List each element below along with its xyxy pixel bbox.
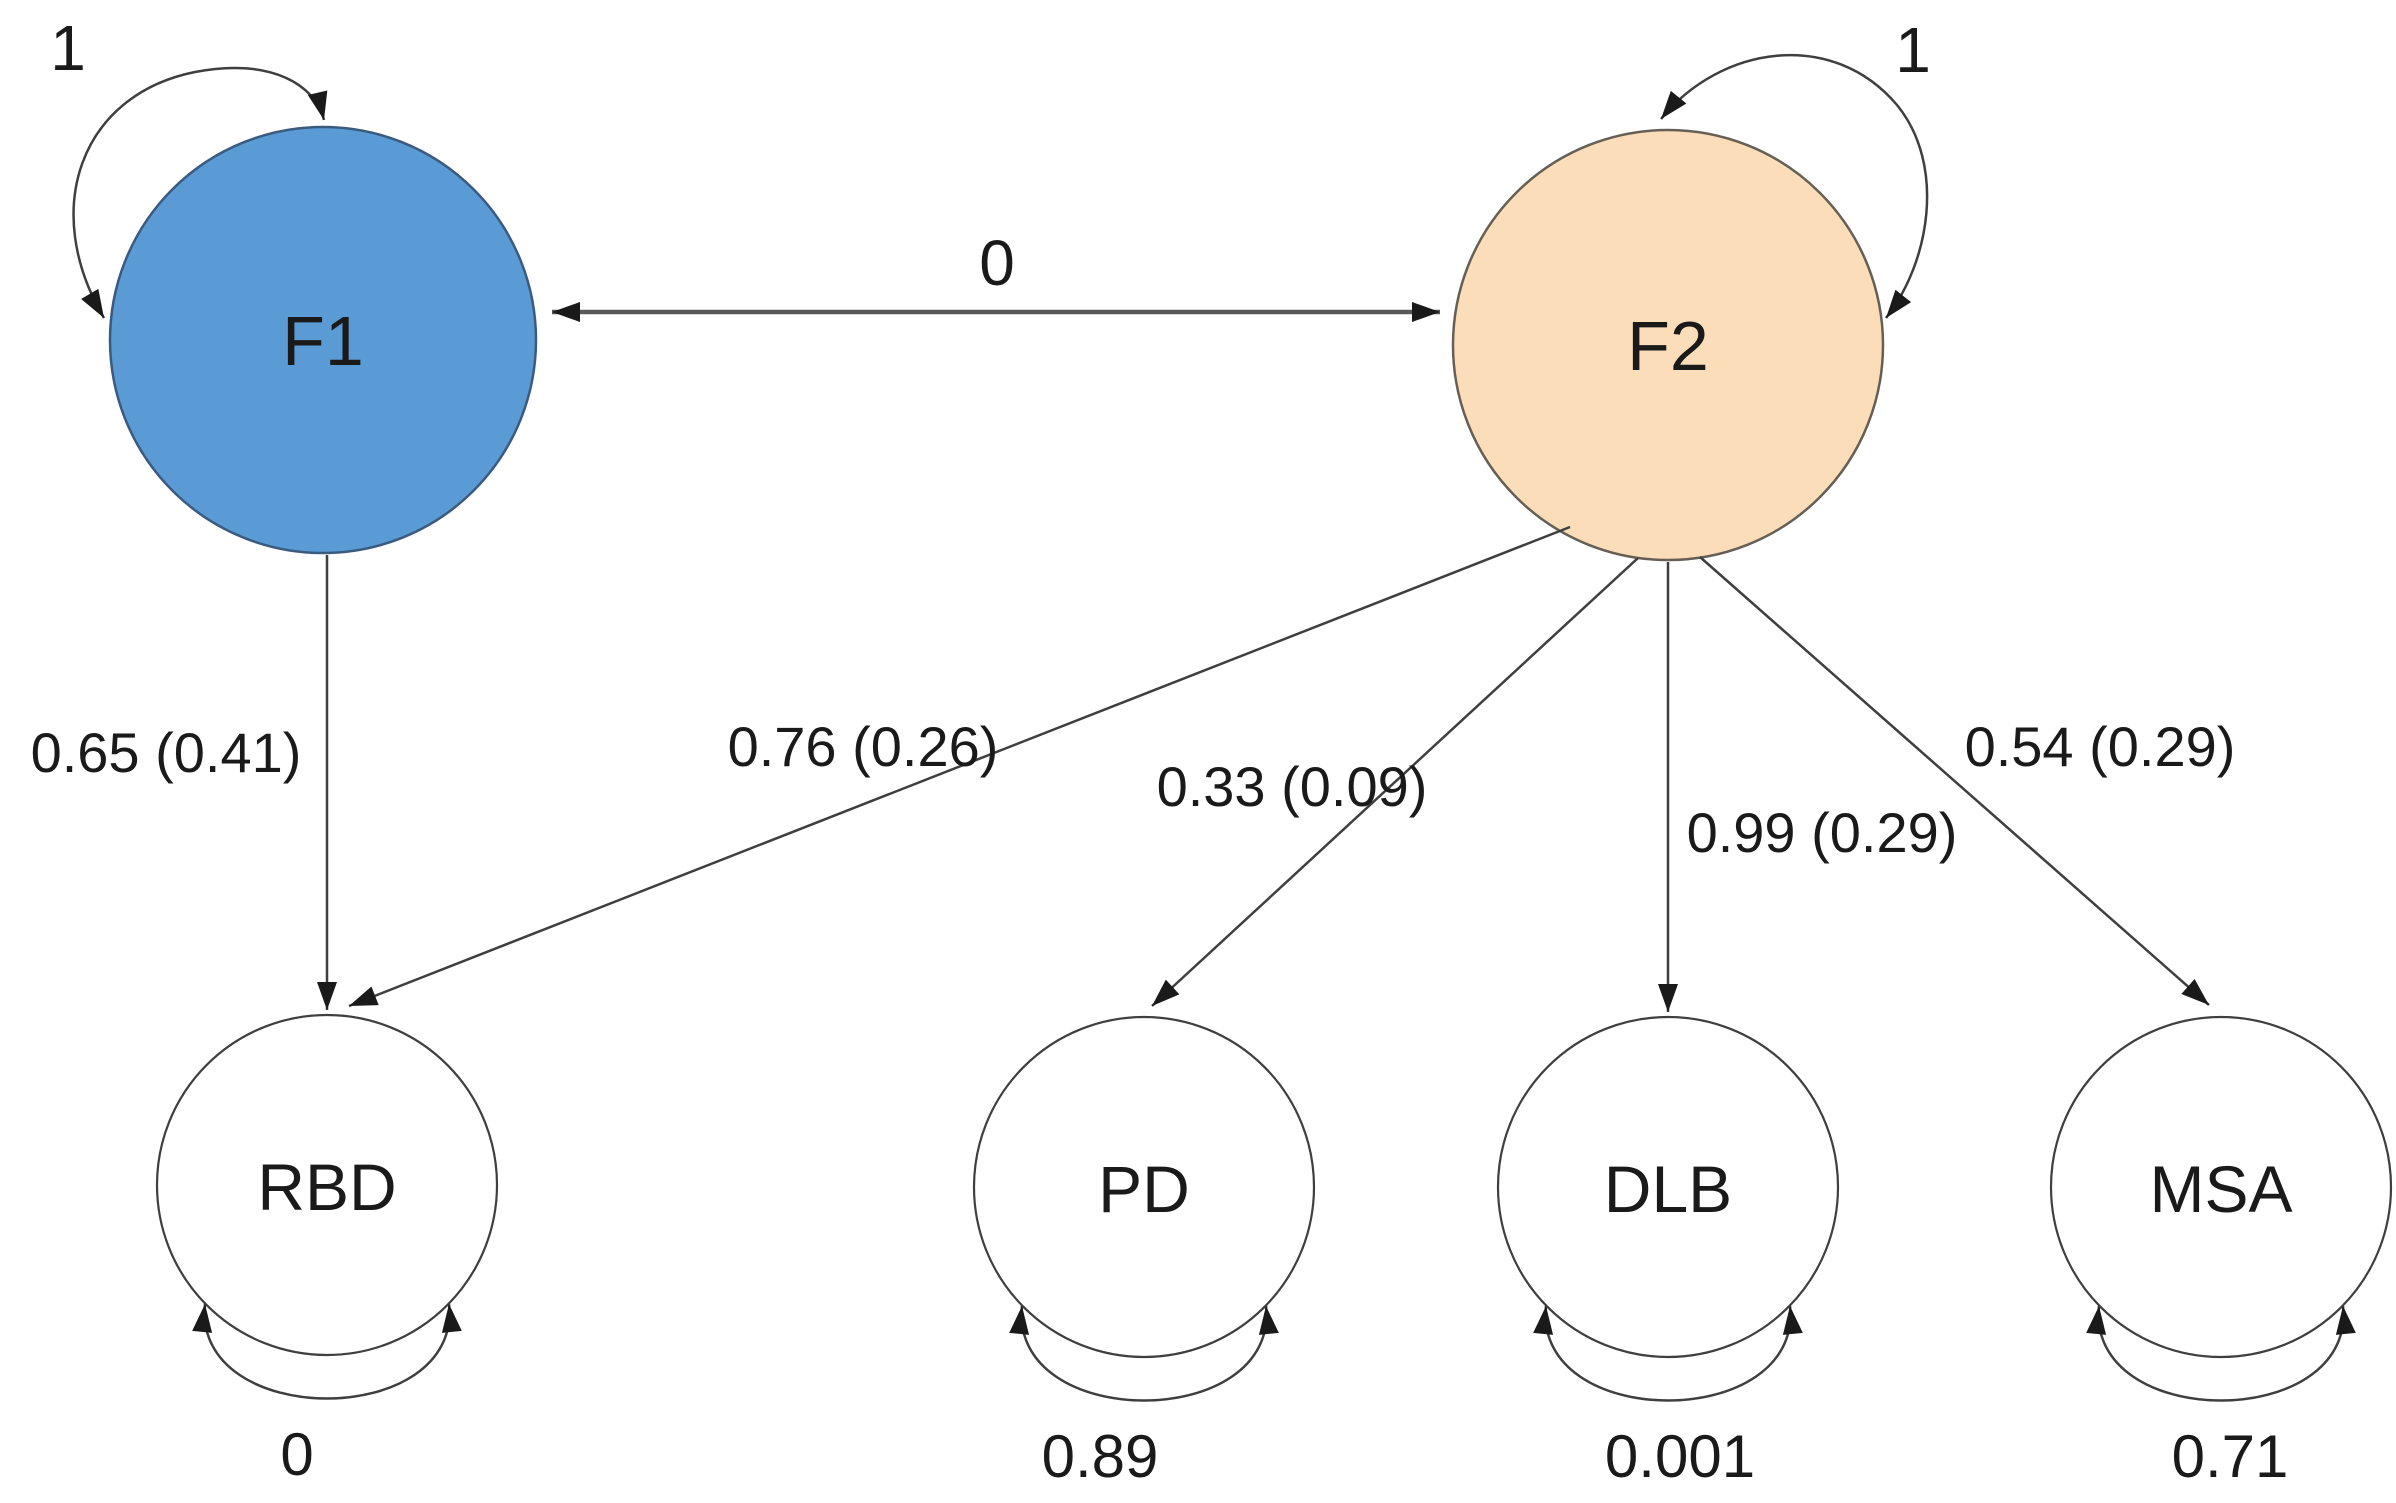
covariance-f1-f2: 0 <box>552 227 1440 322</box>
f2-label: F2 <box>1627 307 1709 385</box>
dlb-residual-loop <box>1533 1305 1803 1402</box>
msa-circle <box>2049 1015 2393 1359</box>
f2-circle <box>1451 128 1885 562</box>
msa-residual-loop <box>2086 1305 2356 1402</box>
indicator-msa: MSA 0.71 <box>2049 1015 2393 1490</box>
pd-residual-label: 0.89 <box>1042 1423 1159 1490</box>
msa-residual-label: 0.71 <box>2172 1423 2289 1490</box>
pd-circle <box>972 1015 1316 1359</box>
dlb-residual-label: 0.001 <box>1605 1423 1755 1490</box>
f1-variance-label: 1 <box>50 12 86 84</box>
indicator-dlb: DLB 0.001 <box>1496 1015 1840 1490</box>
indicator-pd: PD 0.89 <box>972 1015 1316 1490</box>
factor-f2: 1 F2 <box>1451 14 1931 562</box>
path-f2-msa <box>1699 556 2210 1006</box>
path-f2-msa-label: 0.54 (0.29) <box>1965 715 2236 778</box>
path-f2-dlb-label: 0.99 (0.29) <box>1687 801 1958 864</box>
rbd-residual-label: 0 <box>280 1421 313 1488</box>
loading-paths: 0.65 (0.41) 0.76 (0.26) 0.33 (0.09) 0.99… <box>31 525 2236 1012</box>
f1-label: F1 <box>282 302 364 380</box>
dlb-circle <box>1496 1015 1840 1359</box>
msa-label: MSA <box>2149 1152 2292 1226</box>
f2-variance-loop <box>1660 53 1929 319</box>
f1-variance-loop <box>72 66 328 319</box>
path-f2-pd-label: 0.33 (0.09) <box>1157 755 1428 818</box>
pd-residual-loop <box>1009 1305 1279 1402</box>
rbd-residual-loop <box>192 1303 462 1400</box>
rbd-label: RBD <box>257 1150 396 1224</box>
f1-circle <box>108 125 538 555</box>
pd-label: PD <box>1098 1152 1190 1226</box>
indicator-rbd: RBD 0 <box>155 1013 499 1488</box>
dlb-label: DLB <box>1604 1152 1732 1226</box>
factor-f1: 1 F1 <box>50 12 538 555</box>
path-f2-rbd-label: 0.76 (0.26) <box>728 715 999 778</box>
path-f1-rbd-label: 0.65 (0.41) <box>31 721 302 784</box>
path-f2-pd <box>1151 557 1639 1007</box>
covariance-label: 0 <box>979 227 1015 299</box>
rbd-circle <box>155 1013 499 1357</box>
f2-variance-label: 1 <box>1895 14 1931 86</box>
path-f2-rbd <box>348 525 1571 1008</box>
